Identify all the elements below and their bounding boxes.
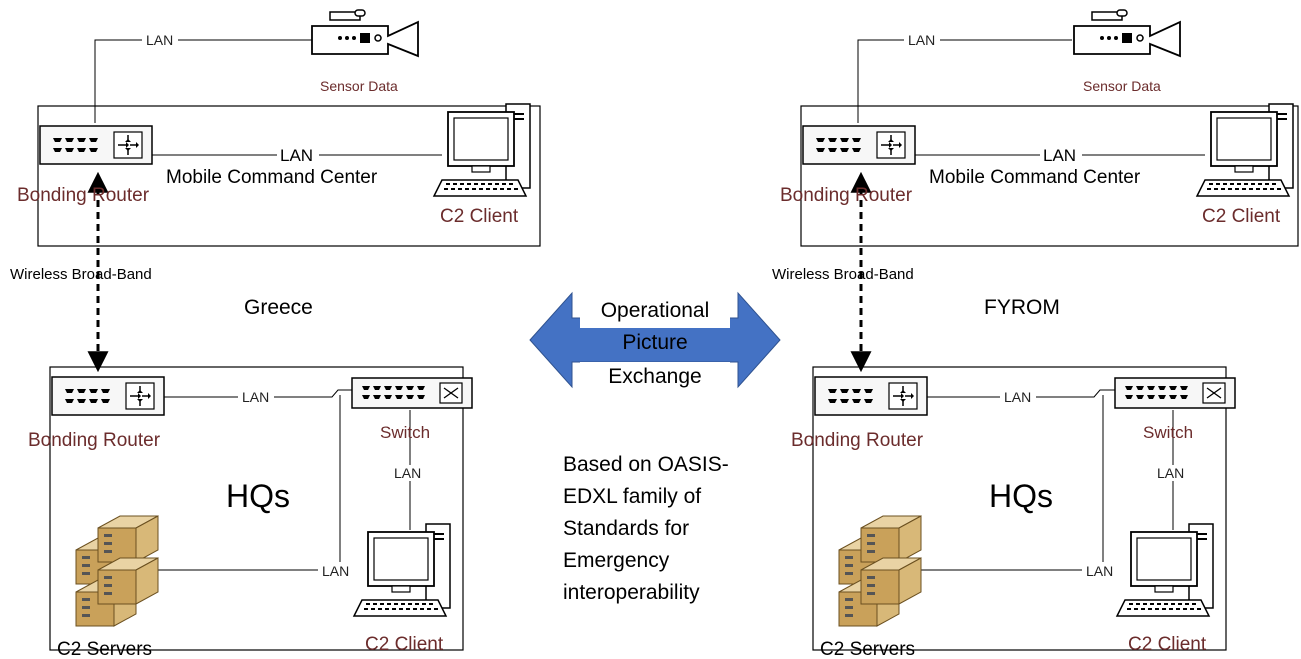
- mobile-command-center-box: [800, 105, 1299, 247]
- lan-label: LAN: [1157, 465, 1184, 481]
- hq-box: [812, 366, 1227, 651]
- region-fyrom: LAN LAN LAN LAN LAN Sensor Data Bonding …: [772, 9, 1299, 659]
- computer-icon: [1116, 523, 1214, 617]
- hq-title: HQs: [226, 478, 290, 514]
- bonding-router-label: Bonding Router: [791, 430, 924, 451]
- lan-label: LAN: [280, 146, 313, 165]
- c2-client-label: C2 Client: [1202, 206, 1281, 227]
- lan-label: LAN: [1086, 563, 1113, 579]
- computer-icon: [1196, 103, 1294, 197]
- lan-label: LAN: [1004, 389, 1031, 405]
- router-icon: [39, 125, 153, 165]
- bonding-router-label: Bonding Router: [17, 185, 150, 206]
- exchange-arrow: [529, 291, 781, 389]
- c2-client-label: C2 Client: [365, 634, 444, 655]
- exchange-line-3: Exchange: [608, 365, 701, 388]
- region-name: FYROM: [984, 296, 1060, 319]
- note-line: interoperability: [563, 581, 700, 604]
- lan-label: LAN: [146, 32, 173, 48]
- sensor-data-label: Sensor Data: [1083, 78, 1161, 94]
- region-name: Greece: [244, 296, 313, 319]
- mobile-command-center-title: Mobile Command Center: [929, 167, 1141, 188]
- lan-label: LAN: [394, 465, 421, 481]
- mobile-command-center-box: [37, 105, 541, 247]
- lan-label: LAN: [322, 563, 349, 579]
- sensor-data-label: Sensor Data: [320, 78, 398, 94]
- c2-client-label: C2 Client: [1128, 634, 1207, 655]
- switch-icon: [351, 377, 473, 409]
- wireless-label: Wireless Broad-Band: [10, 266, 152, 283]
- hq-box: [49, 366, 464, 651]
- exchange-line-2: Picture: [622, 331, 687, 354]
- lan-label: LAN: [908, 32, 935, 48]
- computer-icon: [353, 523, 451, 617]
- switch-icon: [1114, 377, 1236, 409]
- c2-servers-label: C2 Servers: [57, 639, 152, 659]
- router-icon: [802, 125, 916, 165]
- wireless-label: Wireless Broad-Band: [772, 266, 914, 283]
- lan-line-sensor: [857, 39, 1072, 123]
- camera-icon: [311, 9, 419, 57]
- mobile-command-center-title: Mobile Command Center: [166, 167, 378, 188]
- servers-icon: [76, 516, 158, 626]
- switch-label: Switch: [380, 423, 430, 442]
- note-line: Standards for: [563, 517, 689, 540]
- c2-servers-label: C2 Servers: [820, 639, 915, 659]
- router-icon: [51, 376, 165, 416]
- lan-line-sensor: [94, 39, 312, 123]
- bonding-router-label: Bonding Router: [28, 430, 161, 451]
- note-line: Emergency: [563, 549, 670, 572]
- region-greece: LAN LAN LAN LAN LAN Sensor Data Bonding …: [10, 9, 541, 659]
- exchange-line-1: Operational: [601, 299, 710, 322]
- note-line: EDXL family of: [563, 485, 701, 508]
- standards-note: Based on OASIS- EDXL family of Standards…: [563, 453, 729, 604]
- computer-icon: [433, 103, 531, 197]
- lan-label: LAN: [242, 389, 269, 405]
- hq-title: HQs: [989, 478, 1053, 514]
- note-line: Based on OASIS-: [563, 453, 729, 476]
- lan-label: LAN: [1043, 146, 1076, 165]
- camera-icon: [1073, 9, 1181, 57]
- router-icon: [814, 376, 928, 416]
- bonding-router-label: Bonding Router: [780, 185, 913, 206]
- c2-client-label: C2 Client: [440, 206, 519, 227]
- switch-label: Switch: [1143, 423, 1193, 442]
- servers-icon: [839, 516, 921, 626]
